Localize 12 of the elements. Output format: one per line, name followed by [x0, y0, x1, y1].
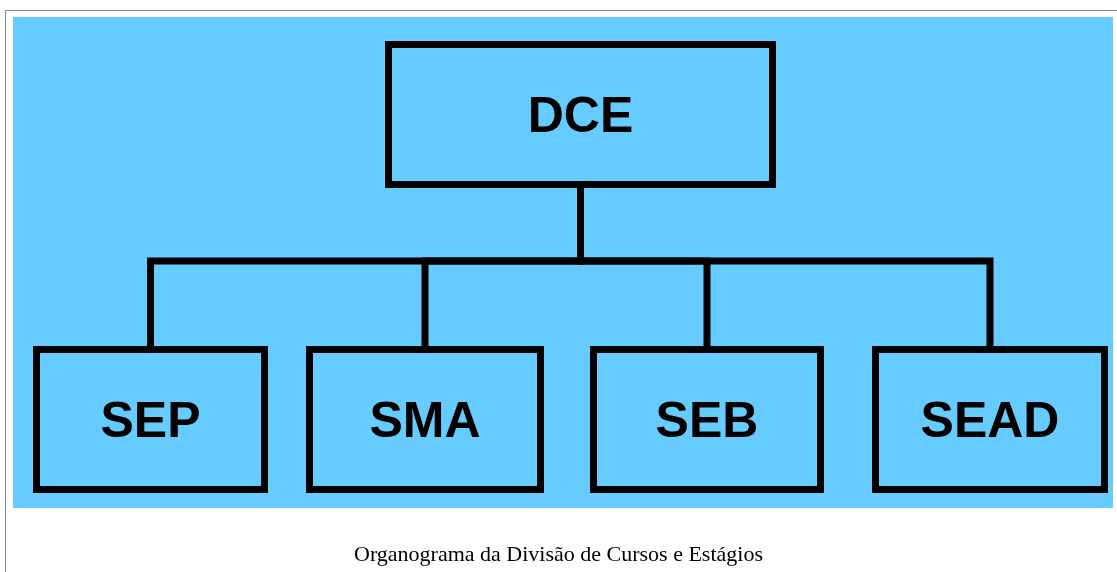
unit-label: SEP: [100, 390, 201, 449]
caption: Organograma da Divisão de Cursos e Estágios: [354, 541, 763, 566]
org-box: [385, 41, 776, 188]
unit-label: SEAD: [920, 390, 1060, 449]
org-box: [872, 346, 1108, 493]
org-box: [590, 346, 824, 493]
unit-label: SMA: [369, 390, 481, 449]
unit-label: DCE: [527, 85, 634, 144]
org-box: [33, 346, 268, 493]
connector-line: [577, 188, 994, 346]
unit-label: SEB: [655, 390, 759, 449]
org-box: [306, 346, 544, 493]
